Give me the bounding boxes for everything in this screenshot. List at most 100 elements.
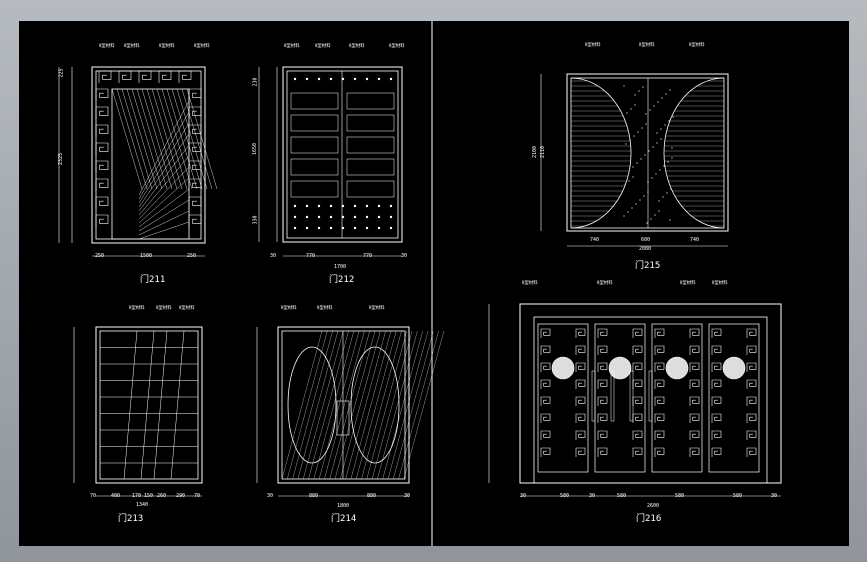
door-211-left-meander [95,106,109,119]
door-211-hatch-2 [138,144,190,212]
door-216-right-meander [575,362,586,372]
door-215-speckle [655,173,657,175]
door-214-hatch [350,330,392,480]
door-212-vdim-3: 330 [252,215,259,225]
door-215-speckle [627,211,629,213]
door-216-left-meander [540,379,551,389]
door-214-dim-4: 30 [404,493,411,499]
door-216-right-meander [746,345,757,355]
door-214-note-1: Ⅱ型材料 [281,306,297,311]
door-213-stripe-3 [153,330,168,480]
door-216-left-meander [597,328,608,338]
door-216-frame [519,303,782,484]
door-216-left-meander [540,413,551,423]
door-216-left-meander [540,447,551,457]
door-214-handle [336,400,350,436]
door-213-frame [95,326,203,484]
door-212-stud [329,215,333,219]
door-216-right-meander [575,430,586,440]
door-215-speckle [645,123,647,125]
door-211-note-3: Ⅱ型材料 [159,44,175,49]
door-211-dim-3: 250 [187,253,197,259]
door-211-hatch [146,88,178,190]
door-216-left-meander [654,447,665,457]
door-215-speckle [623,85,625,87]
door-211-hatch [156,88,188,190]
door-214-hatch [318,330,360,480]
door-216-medallion [608,356,632,380]
door-216-left-meander [711,396,722,406]
door-212-dim-2: 770 [306,253,316,259]
door-216-left-meander [654,379,665,389]
door-216-left-meander [711,379,722,389]
door-216-left-meander [711,362,722,372]
door-215-speckle [653,105,655,107]
door-216-right-meander [632,379,643,389]
door-212-stud [365,215,369,219]
door-211-hatch [111,88,143,190]
cad-drawing-canvas[interactable]: 门211 门212 门215 门213 门214 门216 250 1500 2… [19,21,849,546]
caption-door-212: 门212 [329,275,355,285]
door-211-hatch [186,88,218,190]
door-211-note-2: Ⅱ型材料 [124,44,140,49]
door-216-right-meander [746,447,757,457]
door-212-stud [353,204,357,208]
door-212-vdim-1: 230 [252,77,259,87]
door-216-right-meander [746,396,757,406]
door-212-stud-top [389,77,393,81]
door-216-right-meander [575,345,586,355]
door-212-lattice-panel [346,114,395,132]
door-216-medallion [722,356,746,380]
door-213-dim-1: 70 [90,493,97,499]
door-212-stud [293,204,297,208]
door-211-hatch [171,88,203,190]
door-216-note-2: Ⅱ型材料 [597,281,613,286]
door-212-stud-top [329,77,333,81]
door-211-hatch-2 [138,210,190,236]
caption-door-215: 门215 [635,261,661,271]
door-216-right-meander [746,362,757,372]
door-215-speckle [634,104,636,106]
door-211-left-meander [95,178,109,191]
door-212-stud [305,215,309,219]
door-211-right-meander [188,106,202,119]
door-216-right-meander [632,413,643,423]
door-216-dim-3: 30 [589,493,596,499]
door-212-stud [353,215,357,219]
door-215-speckle [647,191,649,193]
door-212-dim-3: 770 [363,253,373,259]
door-213-note-3: Ⅱ型材料 [179,306,195,311]
door-215-speckle [634,94,636,96]
door-211-hatch [116,88,148,190]
door-216-medallion [665,356,689,380]
door-215-vdim-1: 2100 [532,145,539,159]
door-216-left-meander [540,362,551,372]
door-216-left-meander [597,396,608,406]
door-215-speckle [640,158,642,160]
door-215-speckle [624,184,626,186]
door-213-dim-5: 260 [157,493,167,499]
door-214-dim-1: 30 [267,493,274,499]
door-211-left-meander [95,88,109,101]
door-212-note-4: Ⅱ型材料 [389,44,405,49]
door-215-dim-2: 600 [641,237,651,243]
door-211-hatch [166,88,198,190]
door-211-left-meander [95,124,109,137]
door-211-hatch [141,88,173,190]
door-216-dim-6: 580 [733,493,743,499]
door-215-speckle [666,192,668,194]
door-216-leaf [537,323,589,473]
door-212-stud [329,204,333,208]
door-215-speckle [635,203,637,205]
door-216-right-meander [689,379,700,389]
door-213-total: 1340 [136,502,149,508]
door-214-hatch [382,330,423,480]
door-212-stud [293,215,297,219]
door-215-speckle [663,165,665,167]
door-214-hatch [387,330,429,480]
door-216-left-meander [654,413,665,423]
door-216-right-meander [575,413,586,423]
door-211-panel [111,88,190,240]
door-213-dim-4: 150 [144,493,154,499]
door-211-hatch-2 [138,122,190,204]
